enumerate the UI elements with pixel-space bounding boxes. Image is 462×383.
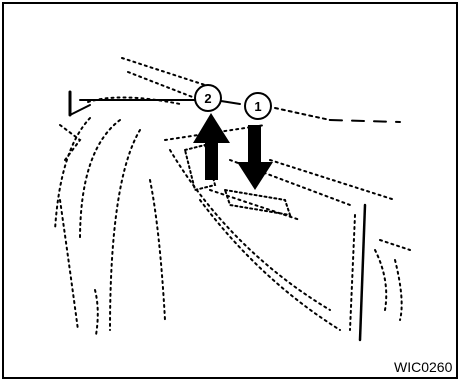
window-switch-outline (225, 190, 290, 215)
leader-line-2 (221, 101, 240, 104)
door-trim-line (395, 260, 402, 320)
door-trim-line (375, 250, 386, 310)
door-trim-line (122, 58, 205, 85)
door-trim-line (110, 130, 140, 330)
door-trim-line (380, 240, 410, 250)
door-trim-line (270, 160, 395, 200)
callout-2: 2 (195, 85, 221, 111)
callout-1: 1 (245, 93, 271, 119)
up-arrow-icon (193, 113, 230, 180)
down-arrow-icon (237, 125, 273, 190)
door-trim-line (70, 105, 90, 115)
callout-1-label: 1 (254, 99, 261, 114)
door-trim-line (60, 125, 80, 160)
leader-line-1 (330, 120, 400, 122)
door-trim-line (360, 205, 365, 340)
door-trim-line (80, 120, 120, 240)
callout-2-label: 2 (204, 91, 211, 106)
door-trim-line (60, 200, 78, 330)
door-trim-line (128, 72, 195, 98)
figure-code: WIC0260 (394, 359, 456, 375)
door-trim-line (150, 180, 165, 320)
leader-line-1 (275, 108, 330, 120)
door-trim-line (95, 290, 98, 335)
door-trim-line (55, 118, 90, 230)
door-trim-line (350, 215, 355, 330)
